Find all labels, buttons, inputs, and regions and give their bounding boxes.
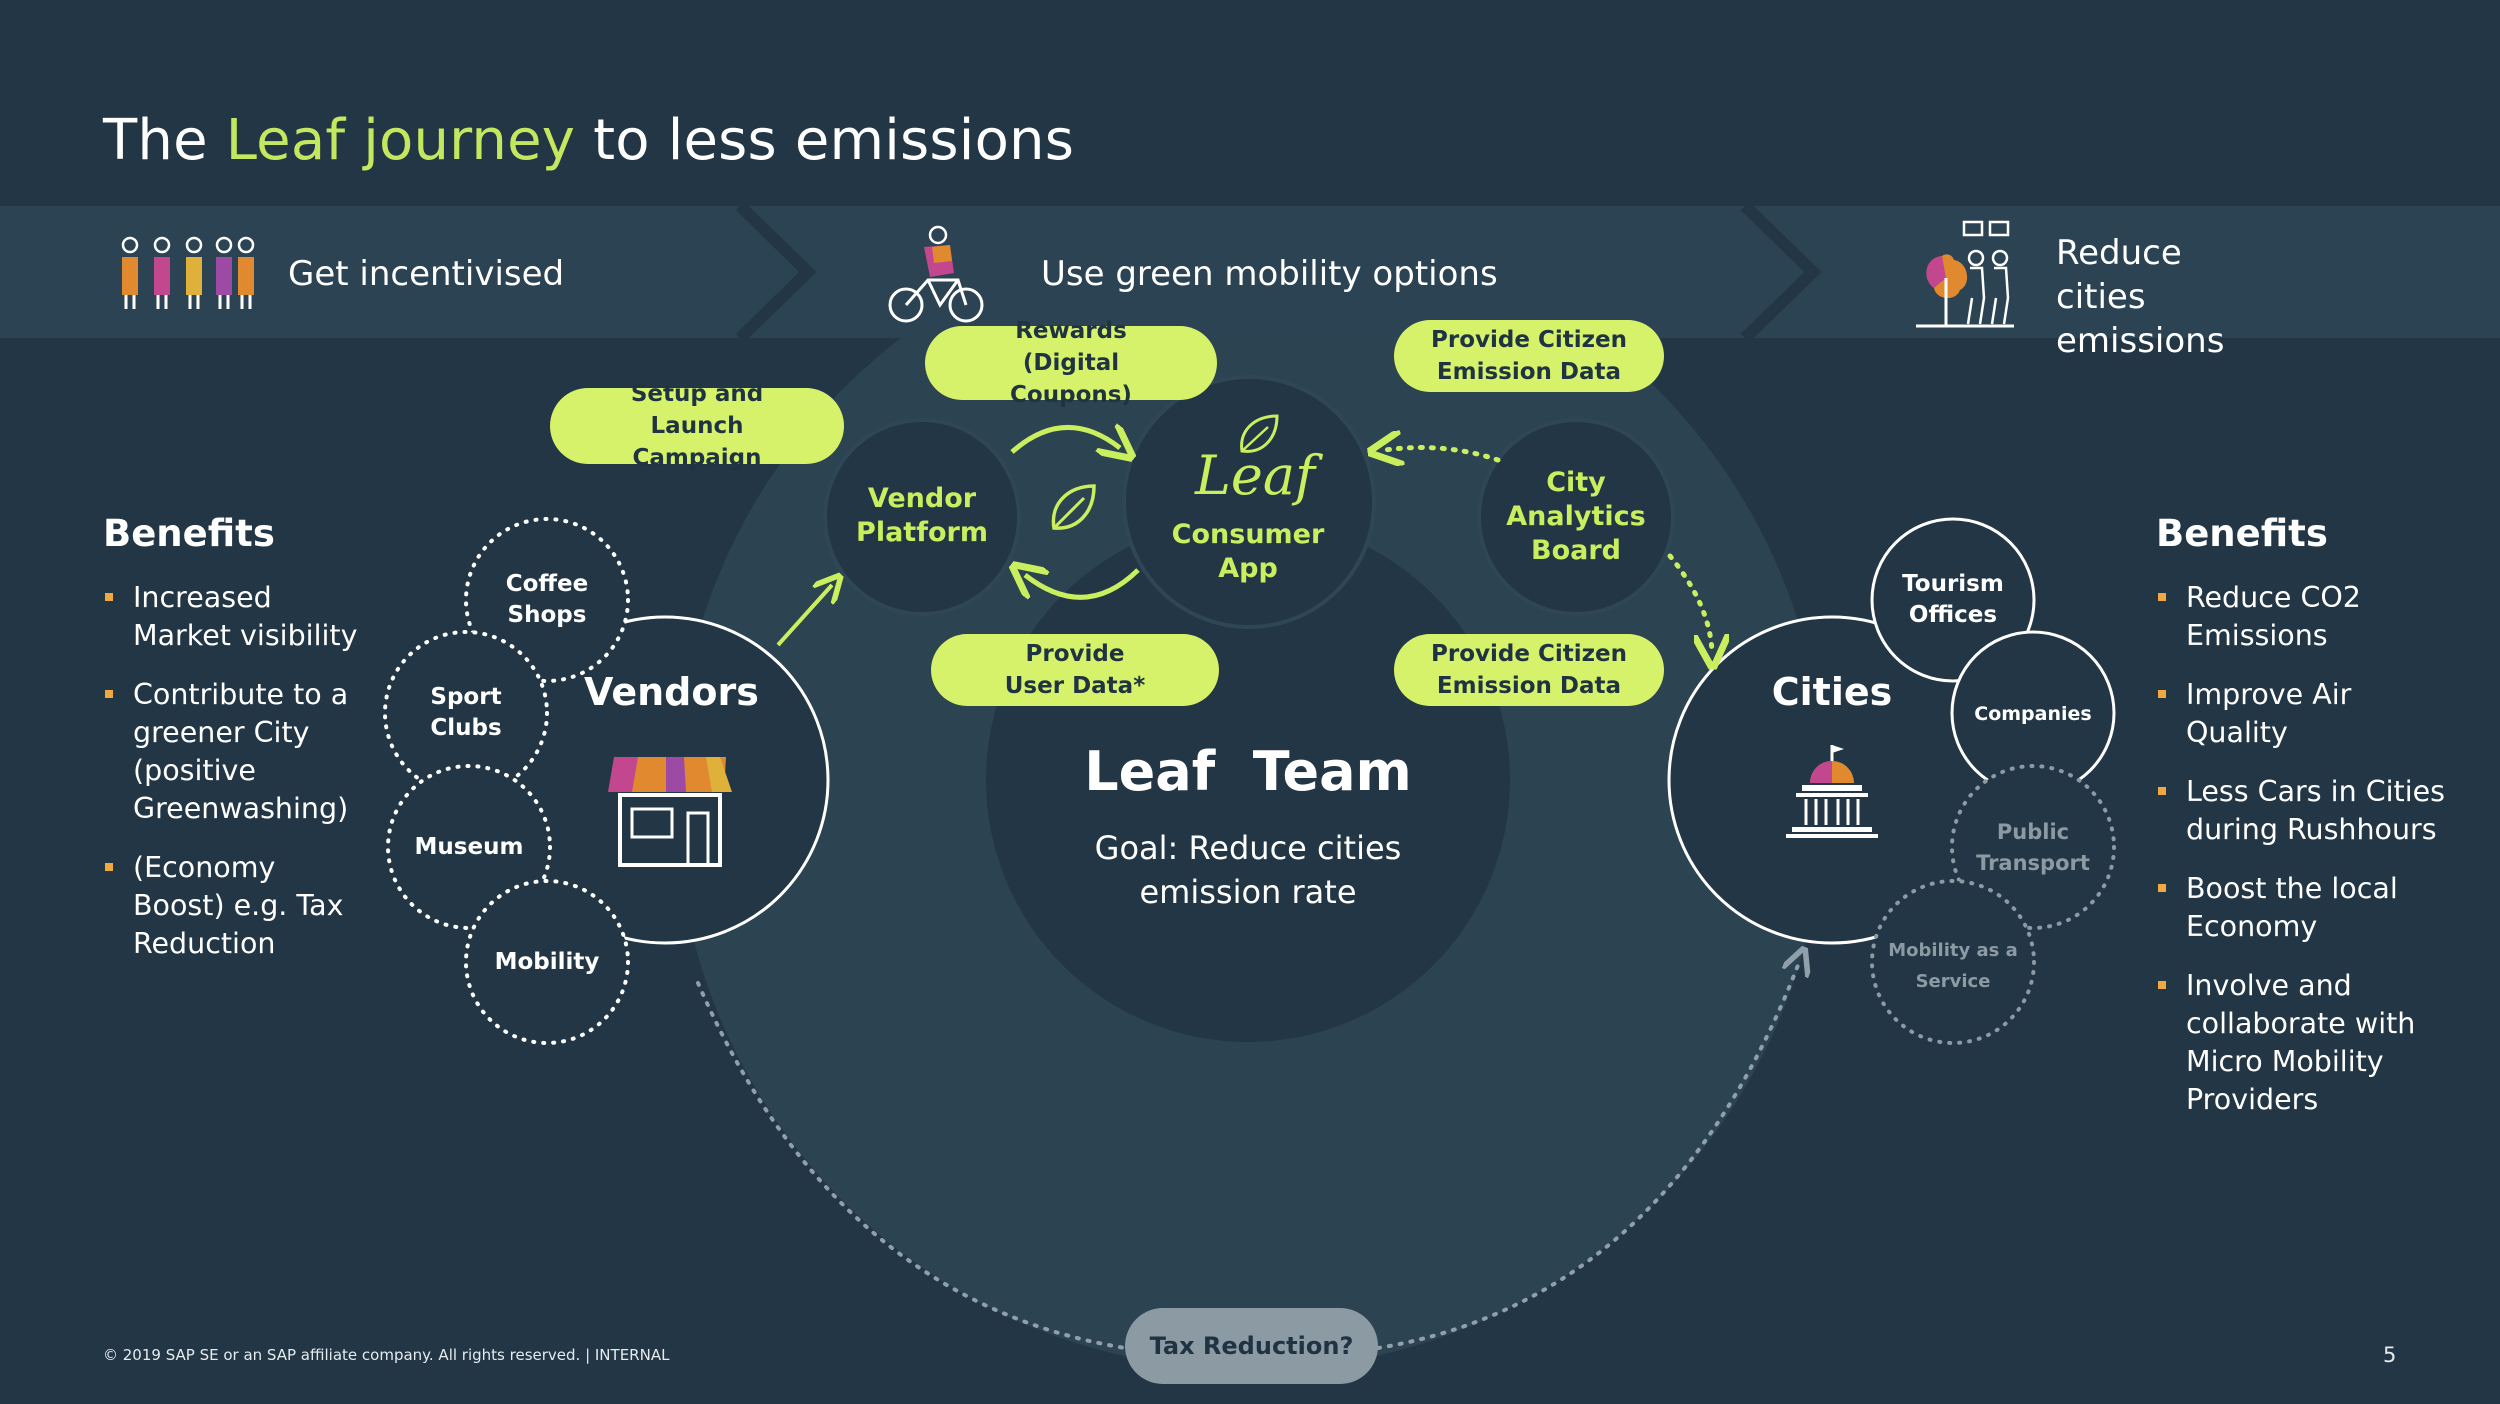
leaf-team-title: Leaf Team: [1084, 740, 1412, 803]
vendor-platform-circle[interactable]: [823, 418, 1021, 616]
band-step-incentivised: Get incentivised: [288, 254, 565, 294]
pill-provide-user-data[interactable]: Provide User Data*: [931, 634, 1219, 706]
vendor-platform-label: Vendor Platform: [856, 483, 988, 548]
leaf-small-icon: [1051, 484, 1096, 530]
tourism-offices-label: Tourism Offices: [1902, 571, 2004, 628]
benefit-left-item: (Economy Boost) e.g. Tax Reduction: [105, 849, 375, 963]
band-chevron-1: [735, 201, 817, 343]
benefit-right-item: Involve and collaborate with Micro Mobil…: [2158, 967, 2448, 1119]
cycle-arrow-bottom: [1025, 570, 1140, 600]
dotted-arrow-board-to-app: [1385, 448, 1501, 460]
pill-setup-campaign[interactable]: Setup and Launch Campaign: [550, 381, 844, 471]
benefit-left-item: Increased Market visibility: [105, 579, 375, 655]
coffee-shops-label: Coffee Shops: [505, 571, 589, 628]
museum-circle[interactable]: [386, 764, 552, 930]
band-step-reduce-emissions: Reduce cities emissions: [2056, 233, 2225, 361]
tax-arc-left: [696, 981, 1127, 1350]
benefits-left-list: Increased Market visibility Contribute t…: [105, 579, 375, 984]
benefit-right-item: Improve Air Quality: [2158, 676, 2448, 752]
public-transport-circle[interactable]: [1950, 764, 2116, 930]
city-people-icon: [1916, 220, 2014, 328]
city-board-circle[interactable]: [1477, 418, 1675, 616]
pill-tax-reduction[interactable]: Tax Reduction?: [1125, 1308, 1378, 1384]
journey-band: [0, 206, 2500, 338]
copyright-footer: © 2019 SAP SE or an SAP affiliate compan…: [103, 1346, 670, 1364]
cycle-arrow-top: [1010, 427, 1120, 452]
vendors-label: Vendors: [584, 670, 759, 714]
shop-icon: [608, 757, 732, 867]
coffee-shops-circle[interactable]: [464, 517, 630, 683]
city-hall-icon: [1786, 745, 1878, 838]
maas-label: Mobility as a Service: [1888, 940, 2018, 992]
cities-label: Cities: [1771, 670, 1893, 714]
leaf-team-goal: Goal: Reduce cities emission rate: [1094, 829, 1402, 911]
benefit-right-item: Boost the local Economy: [2158, 870, 2448, 946]
dotted-arrow-board-to-cities: [1667, 553, 1712, 652]
leaf-logo: Leaf: [1195, 444, 1315, 507]
leaf-app-icon: [1240, 414, 1279, 453]
arrow-vendors-to-platform: [776, 585, 832, 647]
pill-rewards[interactable]: Rewards (Digital Coupons): [925, 318, 1217, 408]
city-board-label: City Analytics Board: [1506, 467, 1646, 566]
sport-clubs-label: Sport Clubs: [430, 684, 502, 741]
benefit-right-item: Reduce CO2 Emissions: [2158, 579, 2448, 655]
benefits-right-list: Reduce CO2 Emissions Improve Air Quality…: [2158, 579, 2448, 1140]
title-highlight: Leaf journey: [225, 108, 576, 173]
band-chevron-2: [1740, 201, 1822, 343]
pill-citizen-data-top[interactable]: Provide Citizen Emission Data: [1394, 320, 1664, 392]
sport-clubs-circle[interactable]: [383, 630, 549, 796]
tourism-offices-circle[interactable]: [1870, 517, 2036, 683]
maas-circle[interactable]: [1870, 879, 2036, 1045]
museum-label: Museum: [414, 834, 524, 860]
benefits-left-heading: Benefits: [103, 512, 275, 555]
public-transport-label: Public Transport: [1976, 820, 2090, 875]
consumer-app-label: Consumer App: [1171, 519, 1325, 584]
benefits-right-heading: Benefits: [2156, 512, 2328, 555]
bicycle-icon: [888, 225, 984, 323]
people-icon: [121, 236, 255, 309]
page-title: The Leaf journey to less emissions: [103, 108, 1075, 173]
benefit-right-item: Less Cars in Cities during Rushhours: [2158, 773, 2448, 849]
benefit-left-item: Contribute to a greener City (positive G…: [105, 676, 375, 828]
mobility-circle[interactable]: [464, 879, 630, 1045]
mobility-label: Mobility: [494, 949, 600, 975]
consumer-app-circle[interactable]: [1122, 375, 1376, 629]
tax-arc-right: [1376, 960, 1800, 1350]
companies-label: Companies: [1974, 703, 2092, 725]
pill-citizen-data-bottom[interactable]: Provide Citizen Emission Data: [1394, 634, 1664, 706]
page-number: 5: [2383, 1343, 2397, 1367]
band-step-green-mobility: Use green mobility options: [1041, 254, 1498, 294]
